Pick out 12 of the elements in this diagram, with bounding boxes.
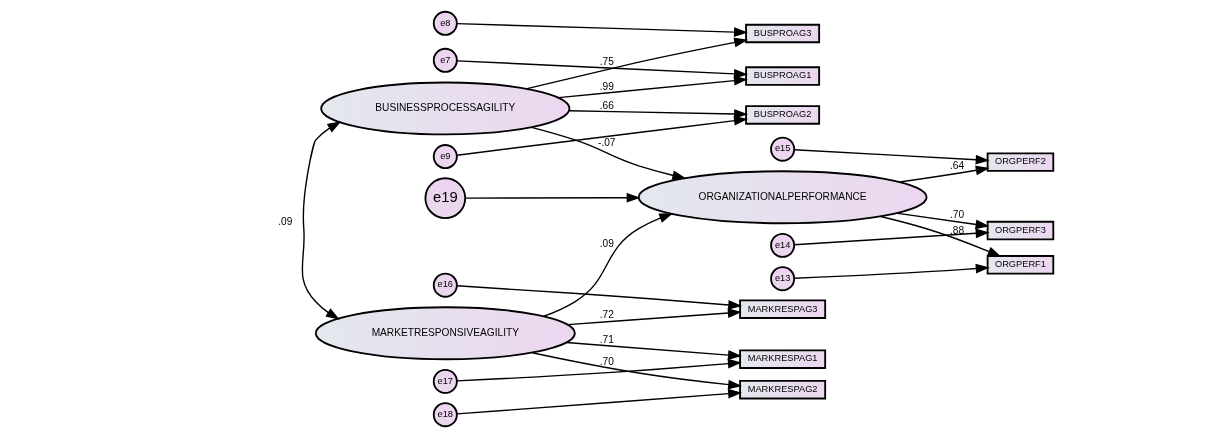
edge-label: .71 bbox=[599, 334, 614, 346]
edge-label: .75 bbox=[599, 55, 614, 67]
edge-label: -.07 bbox=[598, 137, 616, 149]
edge-label: .72 bbox=[599, 309, 614, 321]
edge-label: .64 bbox=[950, 160, 965, 172]
edge-label: .88 bbox=[950, 225, 965, 237]
edge-label: .09 bbox=[278, 215, 293, 227]
edge-label: .09 bbox=[599, 238, 614, 250]
edge-label: .70 bbox=[950, 209, 965, 221]
edge-label: .70 bbox=[599, 355, 614, 367]
edge-label: .66 bbox=[599, 100, 614, 112]
edge-label: .99 bbox=[599, 80, 614, 92]
